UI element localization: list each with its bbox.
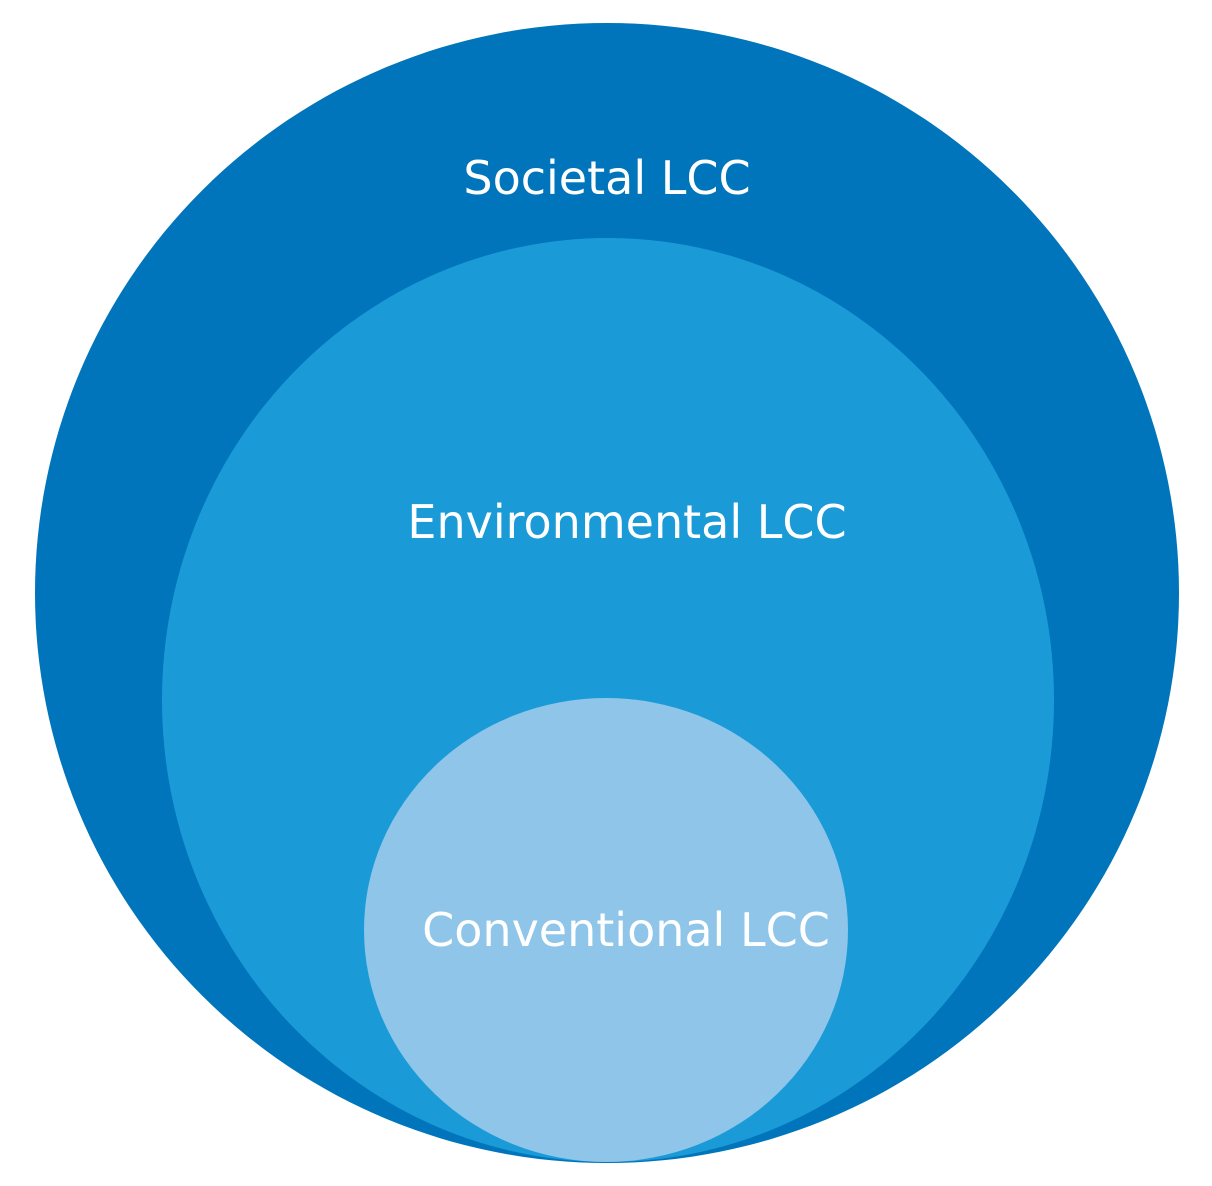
societal-lcc-label: Societal LCC (463, 151, 750, 205)
environmental-lcc-label: Environmental LCC (407, 495, 846, 549)
conventional-lcc-label: Conventional LCC (422, 903, 830, 957)
conventional-lcc-circle (364, 698, 848, 1162)
